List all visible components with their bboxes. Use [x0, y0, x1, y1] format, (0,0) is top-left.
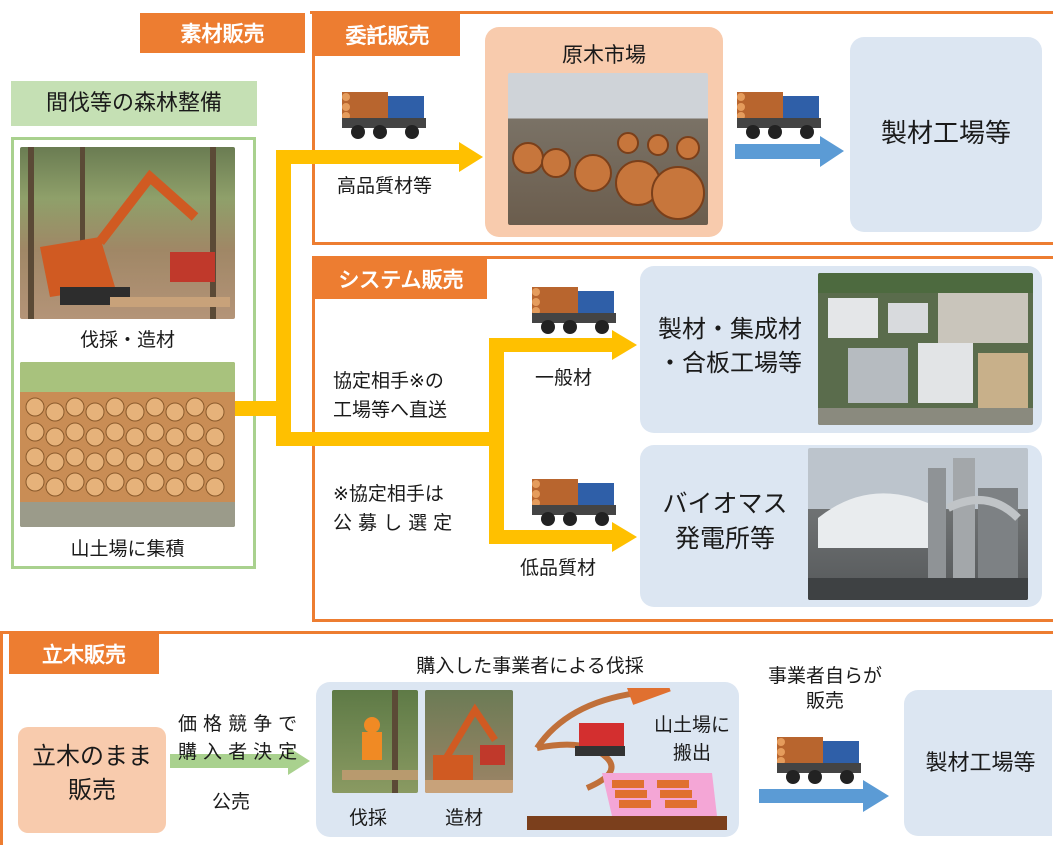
standing-frame-left-line	[0, 631, 3, 845]
public-sale-label: 公売	[212, 791, 251, 813]
sawmill-box-bottom	[904, 690, 1052, 836]
general-wood-label: 一般材	[535, 367, 593, 389]
biomass-plant-photo	[808, 448, 1028, 600]
photo2-caption: 山土場に集積	[70, 538, 185, 560]
cutting-photo	[332, 690, 418, 793]
power-plant-icon	[808, 458, 1028, 600]
forest-title-box	[11, 81, 257, 126]
sawmill-box-top	[850, 37, 1042, 232]
sawmill-label-top: 製材工場等	[880, 119, 1011, 149]
biomass-plant-label: バイオマス 発電所等	[662, 489, 788, 553]
cutting-title: 購入した事業者による伐採	[416, 655, 644, 677]
note-label: ※協定相手は 公 募 し 選 定	[333, 483, 453, 535]
direct-ship-label: 協定相手※の 工場等へ直送	[333, 370, 448, 422]
photo1-caption: 伐採・造材	[79, 329, 175, 351]
processing-photo	[425, 690, 513, 793]
standing-sale-box	[18, 727, 166, 833]
log-market-title: 原木市場	[562, 43, 646, 67]
log-pile-icon	[20, 362, 235, 527]
skidding-illustration	[527, 688, 727, 830]
log-market-photo	[508, 73, 708, 225]
standing-frame-top-line	[0, 631, 1053, 634]
carry-out-label: 山土場に 搬出	[653, 714, 730, 764]
price-compete-label: 価 格 競 争 で 購 入 者 決 定	[178, 713, 298, 763]
truck-icon	[530, 475, 620, 530]
tab-system-sale: システム販売	[315, 259, 487, 299]
tab-material-sale: 素材販売	[140, 13, 305, 53]
cut-caption: 伐採	[349, 807, 388, 829]
forest-photo-frame	[11, 137, 256, 569]
process-caption: 造材	[445, 807, 484, 829]
tab-standing-sale: 立木販売	[9, 634, 159, 674]
blue-arrows	[735, 136, 889, 812]
chainsaw-worker-icon	[342, 690, 418, 793]
factory-icon	[818, 273, 1033, 425]
truck-icon	[530, 283, 620, 338]
low-quality-label: 低品質材	[520, 557, 597, 579]
sawmill-label-bottom: 製材工場等	[925, 751, 1036, 776]
factory-aerial-photo	[818, 273, 1033, 425]
truck-icon	[735, 88, 825, 143]
consign-frame	[312, 11, 1053, 245]
forest-title: 間伐等の森林整備	[45, 91, 222, 116]
standing-sale-label: 立木のまま 販売	[32, 742, 152, 804]
tab-consign-sale: 委託販売	[315, 14, 460, 56]
processor-icon	[425, 703, 513, 793]
material-frame-top-line	[310, 11, 1053, 14]
log-pile-photo	[20, 362, 235, 527]
truck-icon	[775, 733, 865, 788]
plywood-factory-label: 製材・集成材 ・合板工場等	[658, 315, 802, 377]
harvester-photo	[20, 147, 235, 319]
yellow-arrows	[235, 142, 637, 552]
self-sale-label: 事業者自らが 販売	[767, 665, 882, 712]
high-quality-label: 高品質材等	[337, 175, 433, 197]
logs-icon	[512, 132, 705, 220]
green-arrow	[170, 747, 310, 775]
harvester-icon	[28, 147, 230, 319]
truck-icon	[340, 88, 430, 143]
